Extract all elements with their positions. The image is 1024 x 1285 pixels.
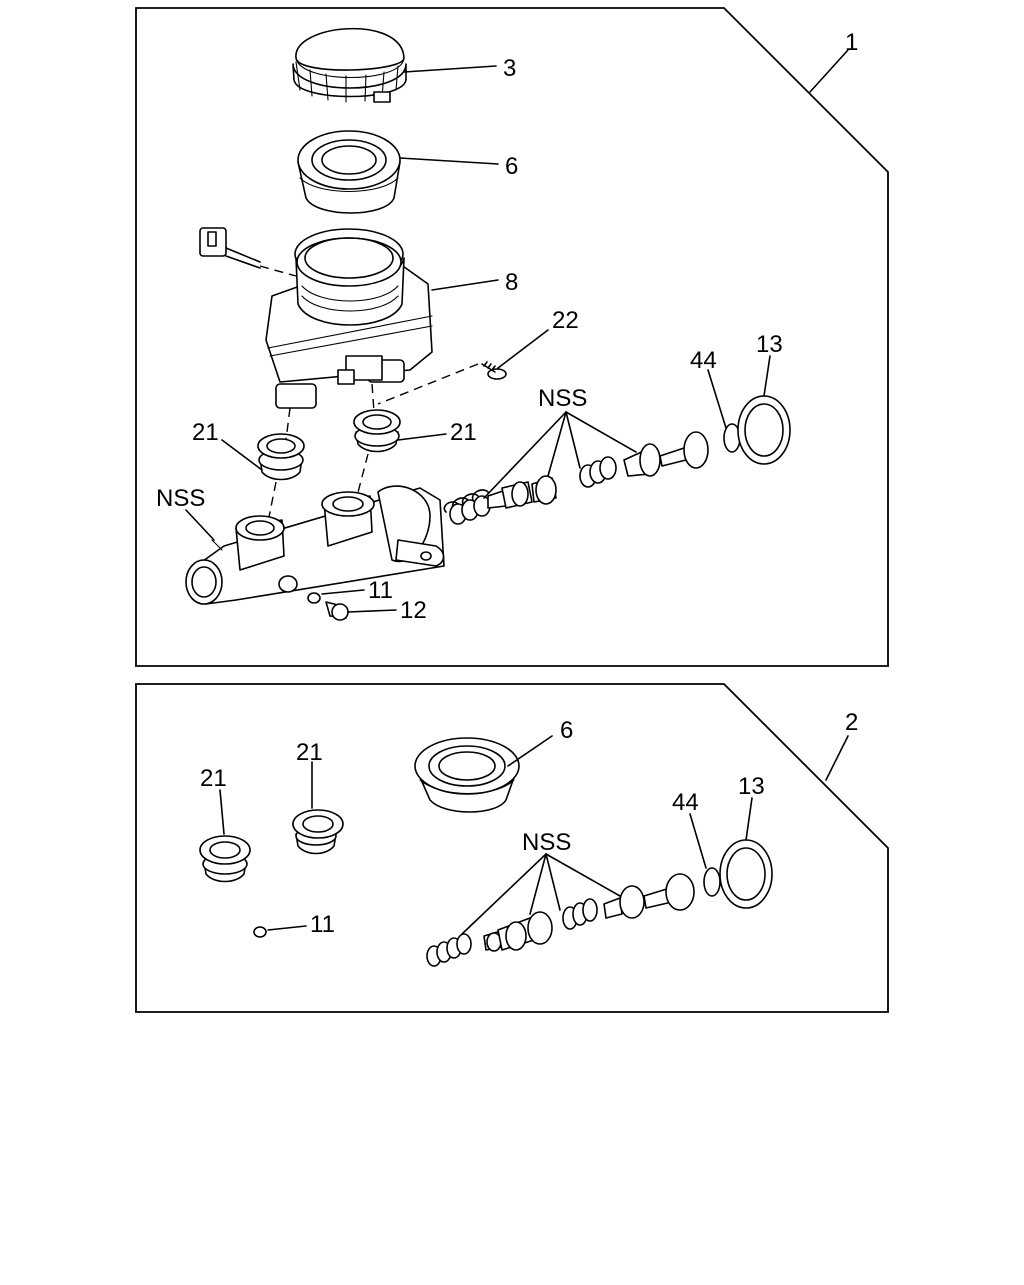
master-cylinder-body-drawing <box>185 485 445 605</box>
callout-piston-nss-b: NSS <box>522 829 571 856</box>
panel-2-leaders <box>219 735 753 935</box>
callout-grommet-a: 21 <box>200 765 227 792</box>
callout-bolt: 12 <box>400 597 427 624</box>
grommet-right-drawing <box>353 383 401 501</box>
callout-grommet-b: 21 <box>296 739 323 766</box>
reservoir-cap-drawing <box>292 27 407 103</box>
piston-assembly-b-drawing <box>426 839 773 967</box>
callout-gasket-b: 11 <box>310 911 335 938</box>
callout-boot-b: 13 <box>738 773 765 800</box>
callout-reservoir: 8 <box>505 269 518 296</box>
callout-snap-ring: 44 <box>690 347 717 374</box>
panel-2-frame <box>135 683 889 1013</box>
callout-gasket: 11 <box>368 577 393 604</box>
filter-drawing <box>297 130 401 214</box>
piston-assembly-drawing <box>443 395 791 525</box>
kit-panel-1: 1 <box>135 7 889 667</box>
gasket-b-drawing <box>253 926 267 938</box>
callout-body-nss: NSS <box>156 485 205 512</box>
grommet-a-drawing <box>199 835 251 883</box>
callout-screw: 22 <box>552 307 579 334</box>
callout-piston-nss: NSS <box>538 385 587 412</box>
kit-panel-2: 2 <box>135 683 889 1013</box>
grommet-b-drawing <box>292 809 344 855</box>
callout-boot: 13 <box>756 331 783 358</box>
filter-b-drawing <box>414 737 520 813</box>
callout-snap-ring-b: 44 <box>672 789 699 816</box>
panel-2-number: 2 <box>845 709 858 736</box>
callout-filter: 6 <box>505 153 518 180</box>
screw-drawing <box>377 361 507 405</box>
reservoir-drawing <box>199 227 433 409</box>
callout-grommet-right: 21 <box>450 419 477 446</box>
grommet-left-drawing <box>257 407 305 523</box>
panel-1-leaders <box>185 65 771 613</box>
panel-1-number: 1 <box>845 29 858 56</box>
callout-reservoir-cap: 3 <box>503 55 516 82</box>
callout-filter-b: 6 <box>560 717 573 744</box>
callout-grommet-left: 21 <box>192 419 219 446</box>
